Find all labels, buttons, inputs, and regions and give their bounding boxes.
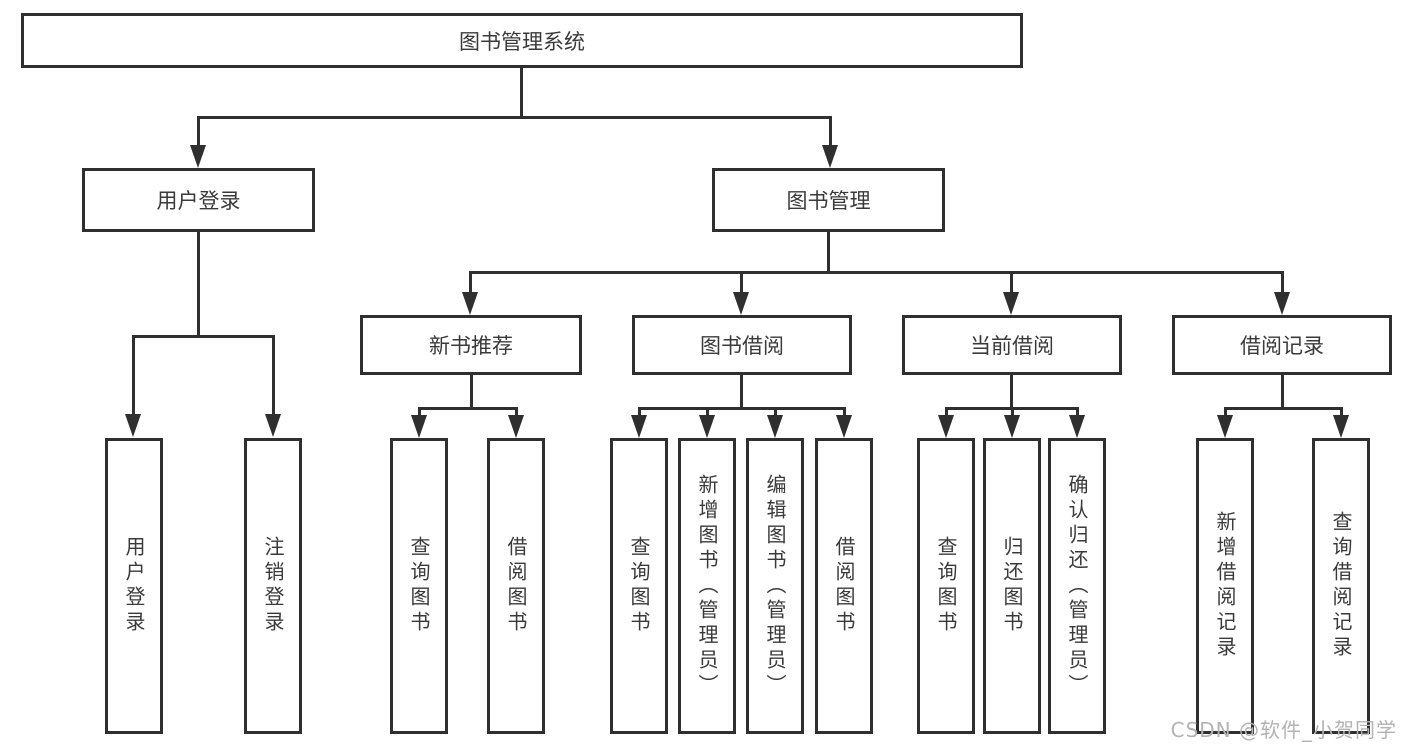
leaf-confirm-return-admin: 确认归还（管理员） [1048,438,1106,734]
node-user-login: 用户登录 [82,168,315,232]
arrow-down-icon [699,415,715,438]
leaf-logout: 注销登录 [244,438,302,734]
connector-vline [740,271,743,294]
connector-vline [197,230,200,337]
connector-vline [1340,407,1343,417]
node-current-borrowing: 当前借阅 [902,315,1122,375]
connector-vline [272,335,275,416]
arrow-down-icon [125,414,141,437]
connector-vline [1224,407,1227,417]
node-book-borrowing: 图书借阅 [632,315,852,375]
connector-vline [827,230,830,274]
arrow-down-icon [822,145,838,168]
leaf-add-book-admin: 新增图书（管理员） [678,438,736,734]
connector-hline [418,407,518,410]
arrow-down-icon [836,415,852,438]
connector-vline [1281,373,1284,410]
connector-hline [638,407,846,410]
csdn-watermark: CSDN @软件_小贺同学 [1170,718,1397,742]
arrow-down-icon [631,415,647,438]
connector-vline [515,407,518,417]
leaf-edit-book-admin: 编辑图书（管理员） [746,438,804,734]
arrow-down-icon [265,414,281,437]
connector-vline [520,66,523,118]
node-borrowing-records: 借阅记录 [1172,315,1392,375]
connector-vline [774,407,777,417]
connector-vline [132,335,135,416]
connector-hline [1224,407,1343,410]
arrow-down-icon [508,415,524,438]
leaf-user-login: 用户登录 [105,438,163,734]
connector-vline [418,407,421,417]
arrow-down-icon [1217,415,1233,438]
connector-hline [197,116,832,119]
connector-hline [132,335,275,338]
leaf-return-books: 归还图书 [983,438,1041,734]
connector-vline [1011,407,1014,417]
arrow-down-icon [462,292,478,315]
connector-vline [470,373,473,410]
connector-vline [706,407,709,417]
arrow-down-icon [938,415,954,438]
arrow-down-icon [1069,415,1085,438]
connector-vline [638,407,641,417]
arrow-down-icon [1003,292,1019,315]
arrow-down-icon [411,415,427,438]
connector-vline [843,407,846,417]
connector-vline [1010,373,1013,410]
connector-vline [1010,271,1013,294]
node-book-management: 图书管理 [712,168,945,232]
connector-vline [829,116,832,147]
connector-vline [945,407,948,417]
node-library-management-system: 图书管理系统 [21,13,1023,68]
leaf-query-books-recommend: 查询图书 [390,438,448,734]
arrow-down-icon [1274,292,1290,315]
leaf-query-borrow-record: 查询借阅记录 [1312,438,1370,734]
arrow-down-icon [1004,415,1020,438]
connector-vline [1281,271,1284,294]
arrow-down-icon [767,415,783,438]
arrow-down-icon [1333,415,1349,438]
arrow-down-icon [733,292,749,315]
connector-vline [197,116,200,147]
arrow-down-icon [190,145,206,168]
leaf-borrow-books: 借阅图书 [815,438,873,734]
leaf-query-books-current: 查询图书 [917,438,975,734]
connector-vline [469,271,472,294]
connector-vline [740,373,743,410]
node-new-book-recommendation: 新书推荐 [360,315,582,375]
leaf-borrow-books-recommend: 借阅图书 [487,438,545,734]
leaf-add-borrow-record: 新增借阅记录 [1196,438,1254,734]
connector-vline [1076,407,1079,417]
connector-hline [469,271,1284,274]
leaf-query-books-borrow: 查询图书 [610,438,668,734]
